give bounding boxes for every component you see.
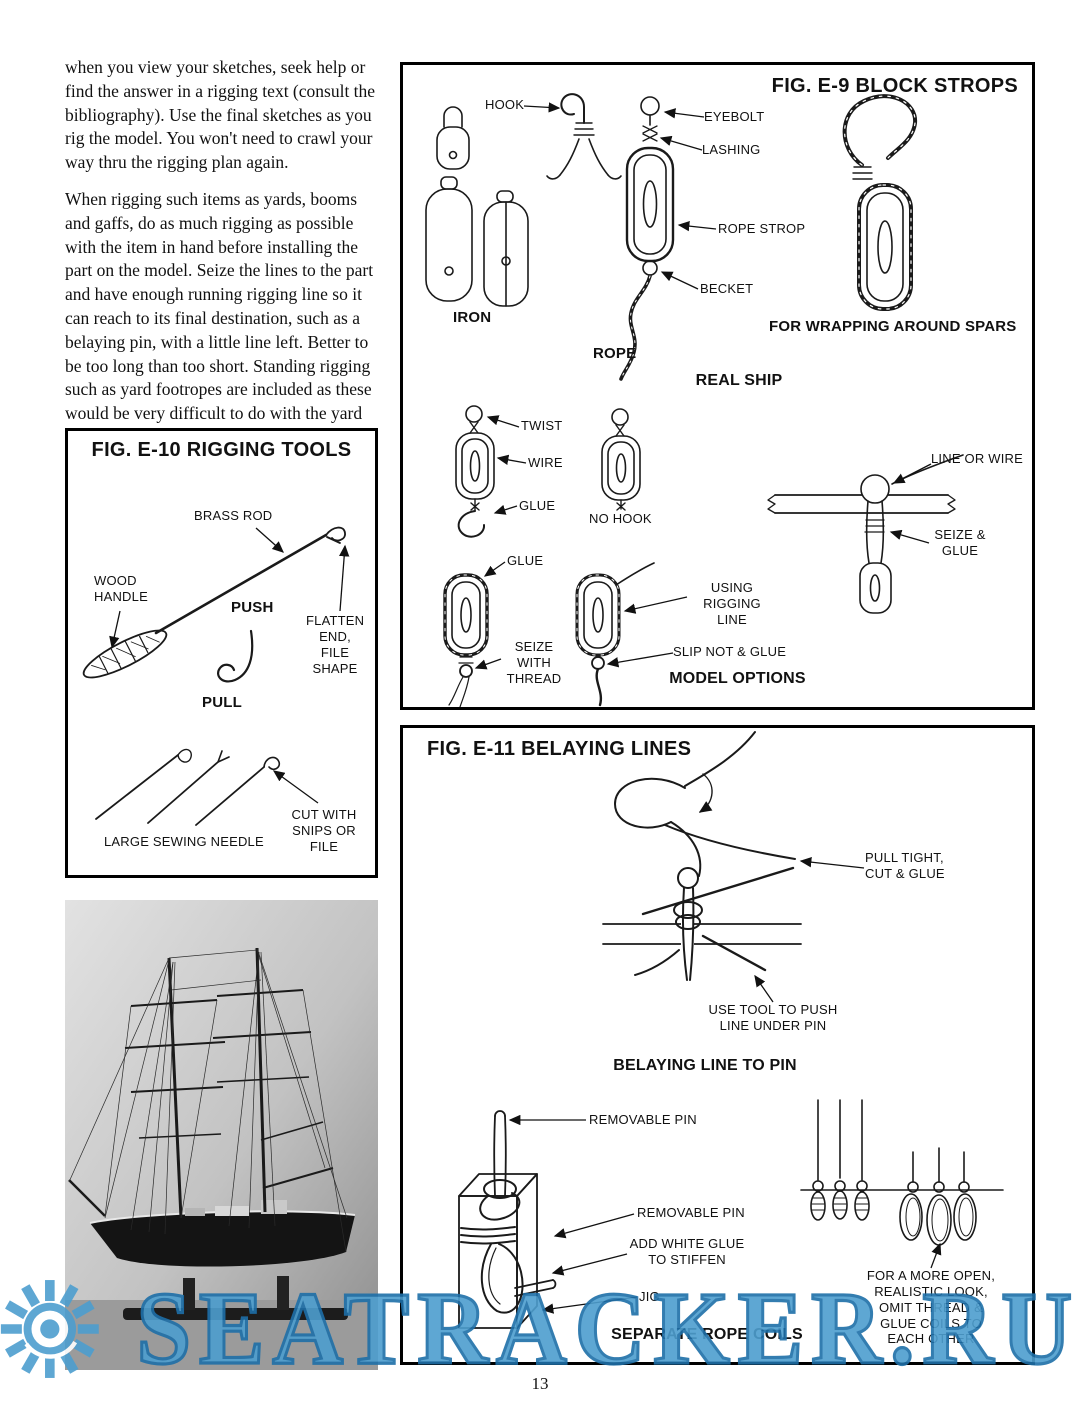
label-twist: TWIST [521,418,563,433]
paragraph: when you view your sketches, seek help o… [65,57,376,173]
label-cut-snips: CUT WITH SNIPS OR FILE [291,807,357,854]
label-pull: PULL [202,694,242,711]
fig-e10-drawing [82,526,350,826]
label-iron: IRON [453,309,492,326]
push-tool-drawing [82,526,346,679]
label-jig: JIG [639,1289,660,1304]
label-real-ship: REAL SHIP [695,372,783,389]
spar-strop-drawing [842,94,918,311]
label-brass-rod: BRASS ROD [194,508,273,523]
ship-model-photo [65,900,378,1370]
label-wood-handle: WOOD HANDLE [94,573,148,604]
label-glue-top: GLUE [519,498,556,513]
hook-lashing-drawing [546,93,622,180]
label-becket: BECKET [700,281,754,296]
iron-blocks-drawing [425,106,529,307]
label-rope-strop: ROPE STROP [718,221,806,236]
label-belaying-line-to-pin: BELAYING LINE TO PIN [613,1057,797,1074]
figure-e10-rigging-tools: FIG. E-10 RIGGING TOOLS BRASS ROD WOOD H… [65,428,378,878]
label-hook: HOOK [485,97,525,112]
label-eyebolt: EYEBOLT [704,109,765,124]
fig-e11-drawing [458,731,1004,1329]
label-wrap-spars: FOR WRAPPING AROUND SPARS [769,318,1017,335]
belaying-jig-drawing [458,1110,557,1329]
label-use-tool: USE TOOL TO PUSH LINE UNDER PIN [708,1002,838,1033]
label-flatten-end: FLATTEN END, FILE SHAPE [306,613,365,676]
pull-hook-drawing [217,629,254,683]
label-add-white-glue: ADD WHITE GLUE TO STIFFEN [629,1236,745,1267]
page-number: 13 [531,1374,549,1393]
wire-hook-block-drawing [455,405,495,538]
label-slip-not: SLIP NOT & GLUE [673,644,787,659]
fig-e9-drawing [425,93,964,707]
label-seize-glue: SEIZE & GLUE [934,527,986,558]
figure-e10-title: FIG. E-10 RIGGING TOOLS [91,439,352,461]
paragraph: When rigging such items as yards, booms … [65,188,374,447]
label-wire: WIRE [528,455,563,470]
spar-seize-drawing [767,454,964,614]
figure-e11-belaying-lines: FIG. E-11 BELAYING LINES PULL TIGHT, CUT… [400,725,1035,1365]
label-sewing-needle: LARGE SEWING NEEDLE [104,834,264,849]
label-model-options: MODEL OPTIONS [669,670,806,687]
label-using-rigging: USING RIGGING LINE [703,580,761,627]
label-arrows [474,102,932,670]
rigging-line-block-drawing [575,562,655,707]
seized-thread-block-drawing [443,573,489,707]
label-seize-thread: SEIZE WITH THREAD [506,639,562,686]
stropped-block-drawing [619,96,675,381]
needles-drawing [95,748,281,826]
ship-model-illustration [65,900,378,1370]
figure-e11-title: FIG. E-11 BELAYING LINES [427,738,692,760]
label-arrows [508,856,942,1314]
label-removable-pin-side: REMOVABLE PIN [637,1205,745,1220]
label-push: PUSH [231,599,274,616]
rope-coils-drawing [800,1099,1004,1246]
label-arrows [109,527,350,804]
label-removable-pin-top: REMOVABLE PIN [589,1112,697,1127]
figure-e9-title: FIG. E-9 BLOCK STROPS [771,75,1018,97]
label-line-or-wire: LINE OR WIRE [931,451,1023,466]
label-pull-tight: PULL TIGHT, CUT & GLUE [865,850,945,881]
no-hook-block-drawing [601,408,641,511]
label-no-hook: NO HOOK [589,511,652,526]
label-rope: ROPE [593,345,637,362]
label-separate-rope-coils: SEPARATE ROPE COILS [611,1326,803,1343]
label-lashing: LASHING [702,142,761,157]
figure-e9-block-strops: FIG. E-9 BLOCK STROPS HOOK EYEBOLT LASHI… [400,62,1035,710]
label-open-look: FOR A MORE OPEN, REALISTIC LOOK, OMIT TH… [866,1268,996,1347]
body-text: when you view your sketches, seek help o… [65,56,383,450]
belaying-hitch-drawing [602,731,802,981]
label-glue-bottom: GLUE [507,553,544,568]
